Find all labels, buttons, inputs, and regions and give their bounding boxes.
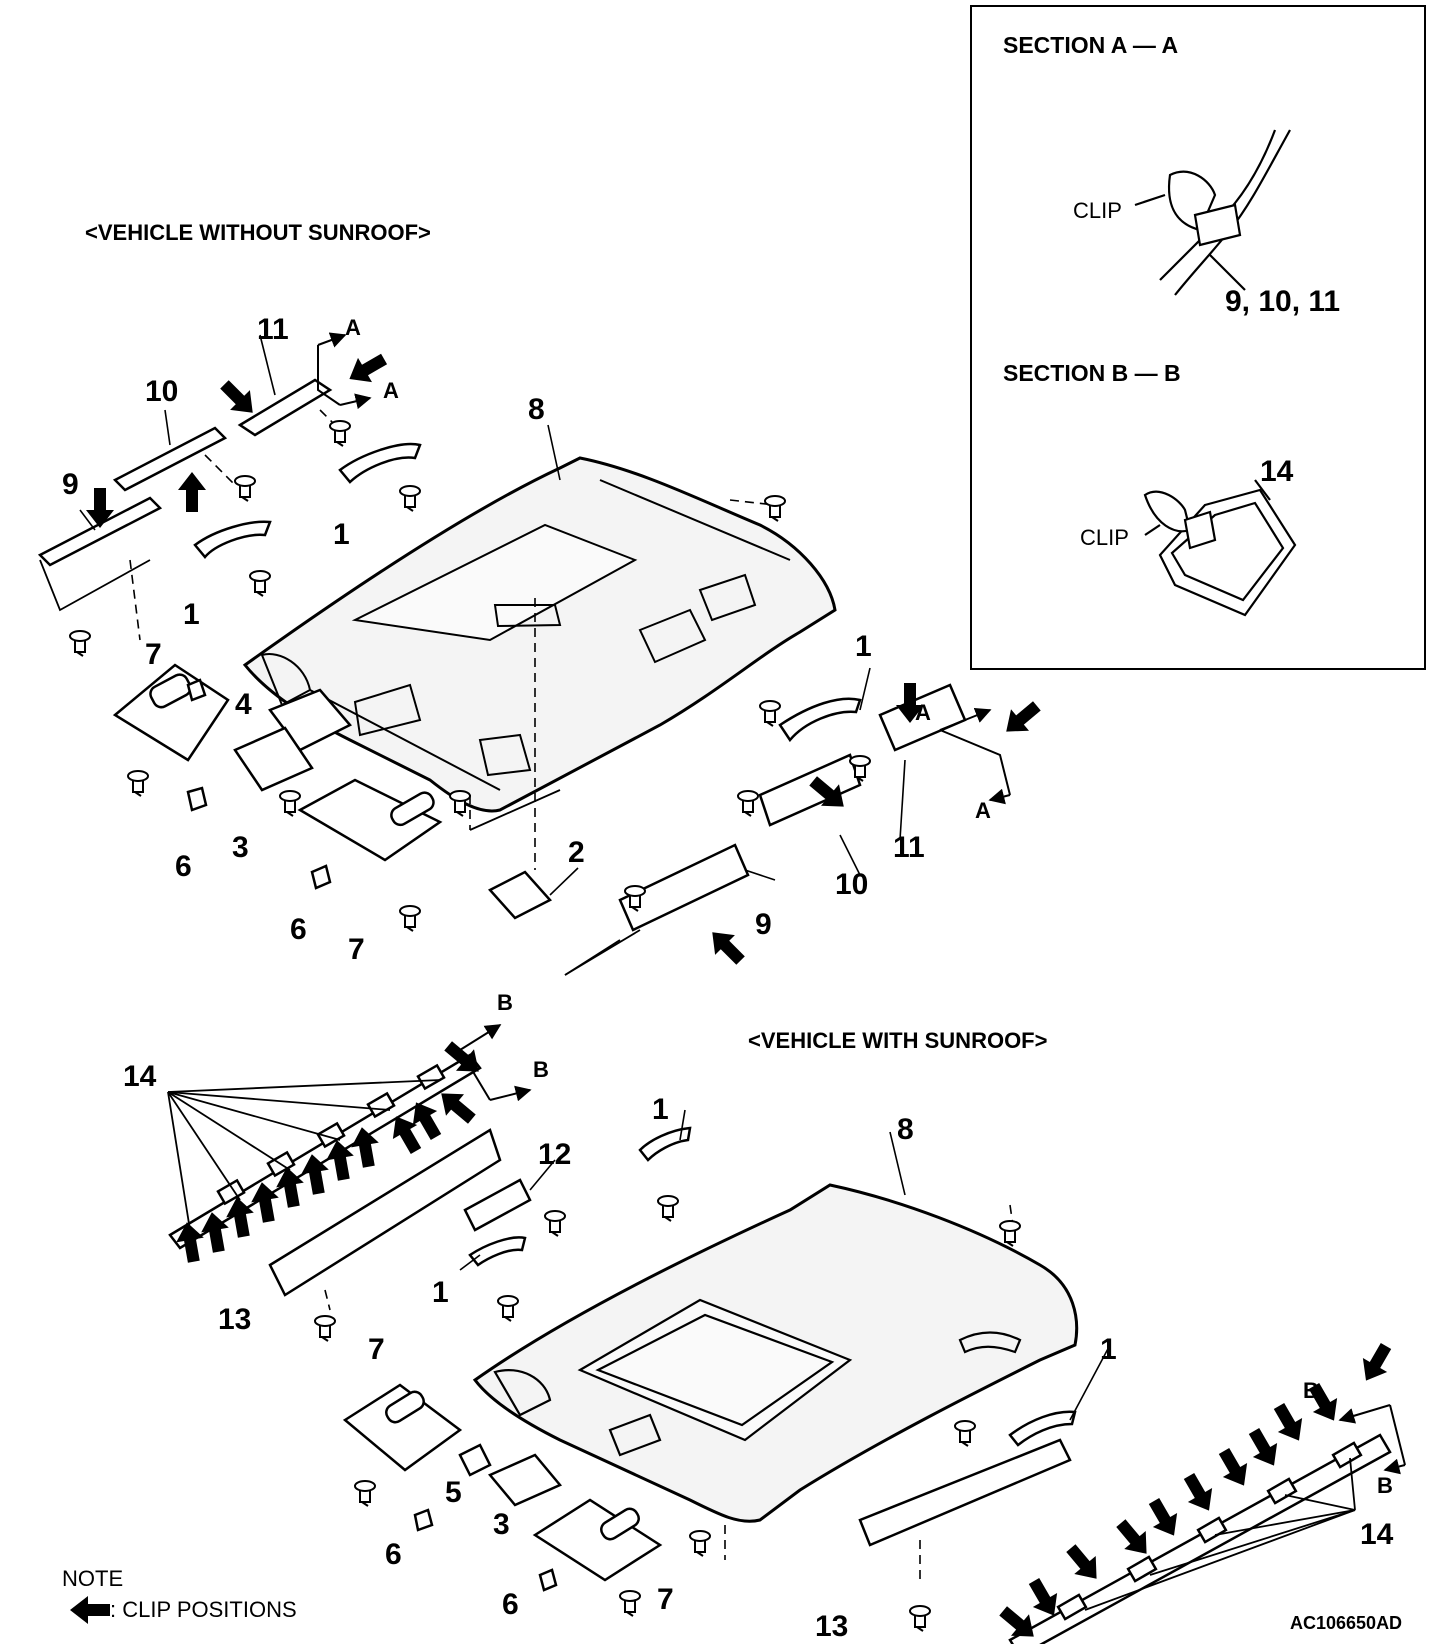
section-marker-a: A bbox=[383, 378, 399, 403]
callout-6: 6 bbox=[385, 1538, 402, 1571]
section-marker-a: A bbox=[915, 700, 931, 725]
callout-10: 10 bbox=[145, 375, 179, 408]
clip-label-a: CLIP bbox=[1073, 198, 1122, 223]
section-marker-b: B bbox=[533, 1057, 549, 1082]
callout-6: 6 bbox=[502, 1588, 519, 1621]
section-marker-a: A bbox=[975, 798, 991, 823]
callout-7: 7 bbox=[348, 933, 365, 966]
callout-7: 7 bbox=[657, 1583, 674, 1616]
callout-1: 1 bbox=[183, 598, 200, 631]
callout-1: 1 bbox=[1100, 1333, 1117, 1366]
callout-3: 3 bbox=[232, 831, 249, 864]
callout-1: 1 bbox=[855, 630, 872, 663]
section-a-title: SECTION A — A bbox=[1003, 32, 1179, 58]
callout-13: 13 bbox=[815, 1610, 849, 1643]
callout-9: 9 bbox=[755, 908, 772, 941]
callout-14-inset: 14 bbox=[1260, 455, 1294, 488]
callout-6: 6 bbox=[290, 913, 307, 946]
section-b-title: SECTION B — B bbox=[1003, 360, 1181, 386]
callout-3: 3 bbox=[493, 1508, 510, 1541]
section-inset bbox=[970, 5, 1426, 670]
callout-14: 14 bbox=[1360, 1518, 1394, 1551]
callout-14: 14 bbox=[123, 1060, 157, 1093]
callout-7: 7 bbox=[368, 1333, 385, 1366]
callout-13: 13 bbox=[218, 1303, 252, 1336]
note-clip-positions: : CLIP POSITIONS bbox=[110, 1597, 297, 1622]
callout-11: 11 bbox=[257, 313, 289, 346]
callout-4: 4 bbox=[235, 688, 252, 721]
callout-1: 1 bbox=[333, 518, 350, 551]
callout-6: 6 bbox=[175, 850, 192, 883]
callout-1: 1 bbox=[652, 1093, 669, 1126]
callout-7: 7 bbox=[145, 638, 162, 671]
heading-with-sunroof: <VEHICLE WITH SUNROOF> bbox=[748, 1028, 1048, 1053]
callout-2: 2 bbox=[568, 836, 585, 869]
callout-9-10-11: 9, 10, 11 bbox=[1225, 285, 1341, 318]
figure-id: AC106650AD bbox=[1290, 1613, 1403, 1633]
section-marker-b: B bbox=[497, 990, 513, 1015]
callout-12: 12 bbox=[538, 1138, 572, 1171]
callout-11: 11 bbox=[893, 831, 925, 864]
callout-8: 8 bbox=[528, 393, 545, 426]
section-marker-a: A bbox=[345, 315, 361, 340]
heading-without-sunroof: <VEHICLE WITHOUT SUNROOF> bbox=[85, 220, 431, 245]
section-marker-b: B bbox=[1303, 1378, 1319, 1403]
callout-5: 5 bbox=[445, 1476, 462, 1509]
headliner-top bbox=[242, 456, 837, 813]
callout-1: 1 bbox=[432, 1276, 449, 1309]
note-title: NOTE bbox=[62, 1566, 124, 1591]
callout-10: 10 bbox=[835, 868, 869, 901]
callout-8: 8 bbox=[897, 1113, 914, 1146]
section-marker-b: B bbox=[1377, 1473, 1393, 1498]
clip-label-b: CLIP bbox=[1080, 525, 1129, 550]
callout-9: 9 bbox=[62, 468, 79, 501]
